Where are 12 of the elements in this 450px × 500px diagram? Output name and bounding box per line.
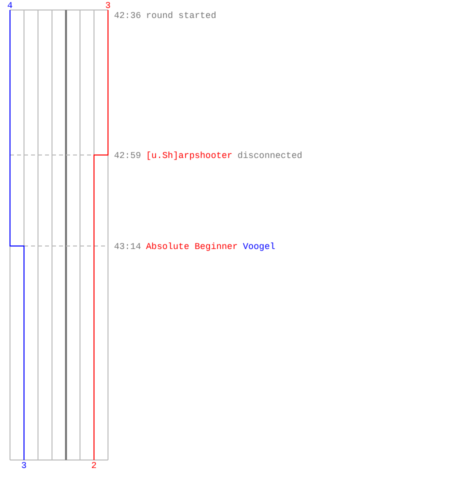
team-count: 4 (7, 1, 13, 11)
team-count: 3 (21, 461, 27, 471)
event-time: 42:59 (114, 151, 142, 161)
team-count: 2 (91, 461, 97, 471)
player-name: [u.Sh]arpshooter (146, 151, 232, 161)
event-time: 43:14 (114, 242, 142, 252)
player-name: Absolute Beginner (146, 242, 238, 252)
player-name: Voogel (242, 242, 276, 252)
team-count: 3 (105, 1, 111, 11)
event-time: 42:36 (114, 11, 142, 21)
event-text: disconnected (237, 151, 302, 161)
event-text: round started (146, 11, 216, 21)
